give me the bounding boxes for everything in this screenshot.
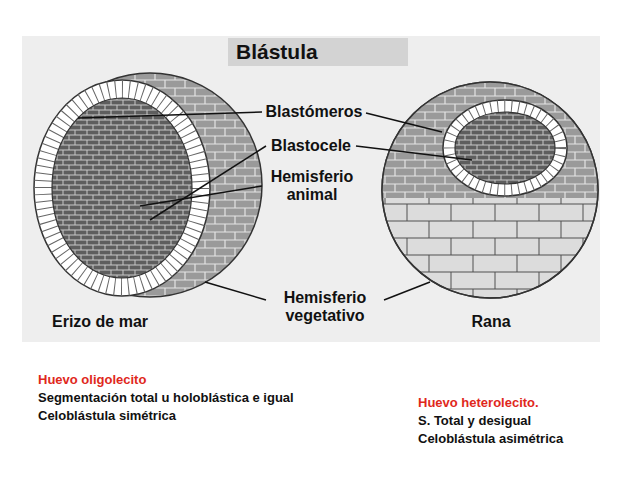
blastula-type-note: Celoblástula asimétrica: [418, 430, 563, 448]
panel-background: [22, 36, 600, 342]
title: Blástula: [236, 40, 318, 64]
blastula-type-note: Celoblástula simétrica: [38, 407, 176, 425]
frog-outline: [382, 82, 598, 298]
frog-animal-surface: [380, 80, 602, 198]
title-bar: Blástula: [228, 38, 408, 66]
urchin-blastocoel: [52, 98, 192, 278]
frog-blastocoel: [455, 112, 555, 184]
part-label: Blastómeros: [262, 103, 366, 121]
specimen-label: Erizo de mar: [40, 313, 160, 331]
part-label: Hemisferio vegetativo: [266, 289, 384, 325]
leader-line: [78, 112, 262, 118]
leader-line: [205, 282, 266, 300]
urchin-blastomere-ring: [43, 89, 201, 287]
leader-line: [384, 282, 430, 300]
leader-line: [150, 146, 266, 220]
cleavage-note: S. Total y desigual: [418, 412, 531, 430]
frog-blastomere-ring: [449, 106, 561, 190]
part-label: Blastocele: [266, 137, 356, 155]
egg-type-note: Huevo heterolecito.: [418, 394, 539, 412]
urchin-cut-face: [34, 80, 210, 296]
leader-line: [366, 113, 442, 132]
leader-line: [356, 146, 472, 160]
frog-cut-face: [443, 100, 567, 196]
egg-type-note: Huevo oligolecito: [38, 371, 146, 389]
part-label: Hemisferio animal: [262, 168, 362, 204]
cleavage-note: Segmentación total u holoblástica e igua…: [38, 389, 294, 407]
leader-line: [140, 186, 262, 206]
leader-lines: [78, 112, 472, 300]
specimen-label: Rana: [466, 313, 516, 331]
